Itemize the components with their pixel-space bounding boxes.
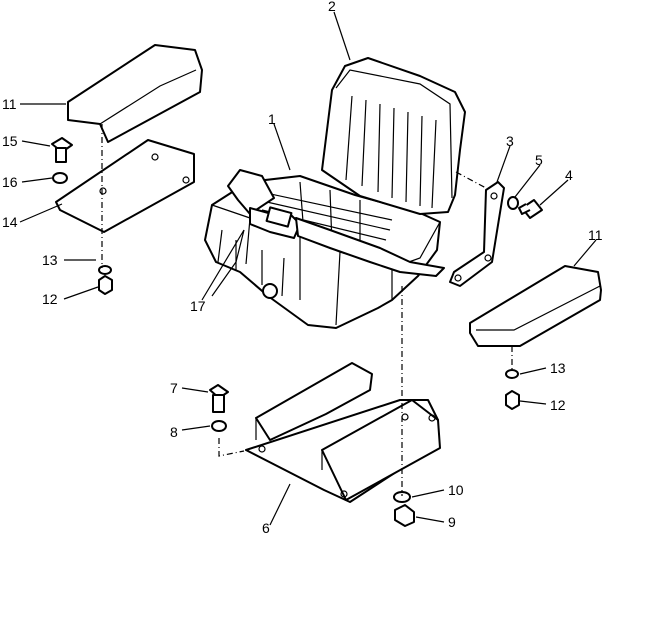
armrest-left [67,44,203,143]
assembly-lines [101,124,513,496]
callout-2: 2 [328,0,336,14]
callout-16: 16 [2,174,18,190]
seat-belt [211,169,445,297]
callout-11-right: 11 [588,227,603,243]
seat-adjust-knob [262,283,278,299]
washer-16 [52,172,68,184]
armrest-plate-left [55,139,195,233]
bolt-7 [209,384,229,413]
callout-labels: 2 1 3 5 4 11 11 15 16 14 13 12 17 13 12 … [2,0,603,536]
callout-9: 9 [448,514,456,530]
callout-11-left: 11 [2,96,17,112]
callout-13-right: 13 [550,360,566,376]
callout-5: 5 [535,152,543,168]
washer-13-left [98,265,112,275]
nut-12-right [505,390,520,410]
bolt-4 [518,199,543,219]
callout-4: 4 [565,167,573,183]
callout-7: 7 [170,380,178,396]
armrest-right [469,265,602,347]
callout-15: 15 [2,133,18,149]
bolt-15 [51,137,73,163]
callout-leaders [19,11,597,526]
washer-13-right [505,369,519,379]
seat-back [321,57,466,215]
nut-12-left [98,275,113,295]
callout-17: 17 [190,298,206,314]
nut-9 [394,504,415,527]
callout-12-right: 12 [550,397,566,413]
washer-8 [211,420,227,432]
callout-13-left: 13 [42,252,58,268]
callout-6: 6 [262,520,270,536]
callout-3: 3 [506,133,514,149]
callout-10: 10 [448,482,464,498]
callout-12-left: 12 [42,291,58,307]
callout-14: 14 [2,214,18,230]
callout-8: 8 [170,424,178,440]
washer-5 [507,196,519,210]
mount-plate [245,362,441,503]
washer-10 [393,491,411,503]
callout-1: 1 [268,111,276,127]
